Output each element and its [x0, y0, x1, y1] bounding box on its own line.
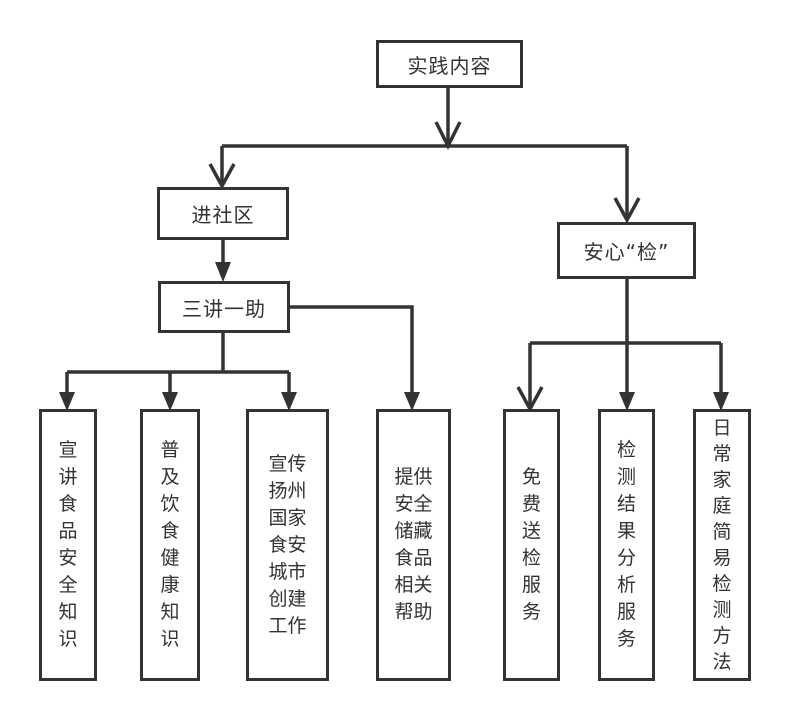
- root-node-label: 实践内容: [407, 53, 492, 78]
- open-arrowhead-icon: [434, 121, 462, 150]
- sanjiang-node-label: 三讲一助: [182, 296, 266, 321]
- filled-arrowhead-icon: [59, 392, 75, 411]
- check-node: 安心“检”: [557, 222, 696, 279]
- item-node: 宣讲食品安全知识: [39, 409, 97, 681]
- filled-arrowhead-icon: [215, 262, 231, 282]
- item-node: 日常家庭简易检测方法: [693, 409, 751, 681]
- item-node: 免费送检服务: [503, 409, 560, 681]
- filled-arrowhead-icon: [404, 392, 420, 411]
- item-node: 提供安全储藏食品相关帮助: [376, 409, 451, 681]
- community-node-label: 进社区: [191, 203, 255, 227]
- filled-arrowhead-icon: [619, 392, 635, 411]
- item-node-label: 宣讲食品安全知识: [58, 439, 78, 650]
- item-node: 宣传扬州国家食安城市创建工作: [246, 409, 329, 681]
- sanjiang-node: 三讲一助: [158, 281, 290, 333]
- item-node: 普及饮食健康知识: [140, 409, 200, 681]
- check-node-label: 安心“检”: [583, 240, 670, 264]
- item-node-label: 免费送检服务: [521, 466, 541, 623]
- filled-arrowhead-icon: [162, 392, 178, 411]
- item-node-label: 宣传扬州国家食安城市创建工作: [268, 452, 307, 637]
- item-node-label: 提供安全储藏食品相关帮助: [394, 466, 433, 623]
- item-node-label: 日常家庭简易检测方法: [712, 417, 732, 673]
- root-node: 实践内容: [376, 40, 523, 88]
- item-node: 检测结果分析服务: [598, 409, 655, 681]
- filled-arrowhead-icon: [281, 392, 297, 411]
- item-node-label: 检测结果分析服务: [616, 439, 636, 650]
- connector-to-item4: [289, 305, 414, 396]
- filled-arrowhead-icon: [713, 392, 729, 411]
- item-node-label: 普及饮食健康知识: [160, 439, 180, 650]
- open-arrowhead-icon: [208, 163, 236, 190]
- open-arrowhead-icon: [613, 197, 641, 224]
- community-node: 进社区: [157, 187, 289, 240]
